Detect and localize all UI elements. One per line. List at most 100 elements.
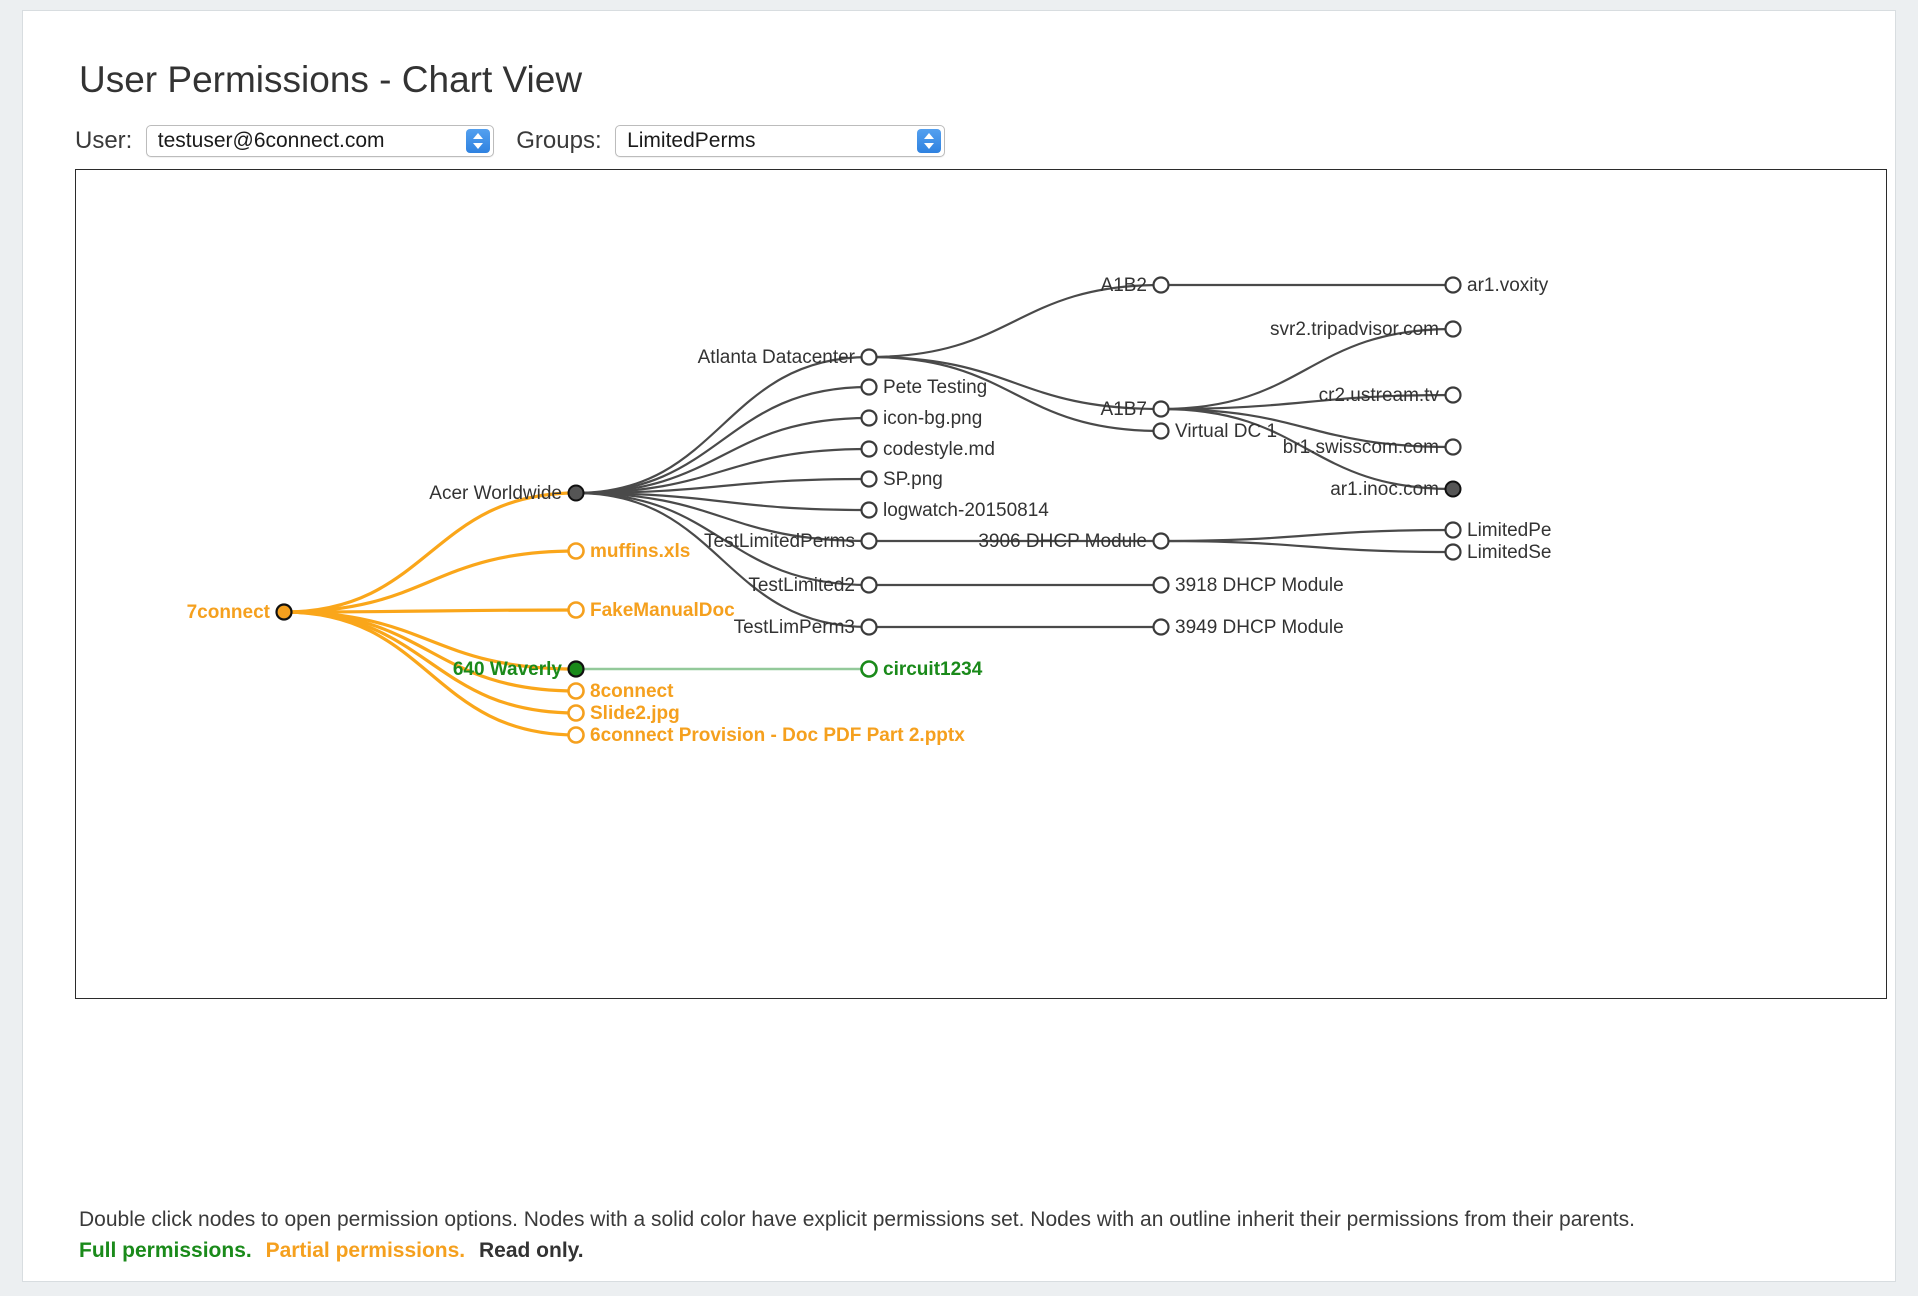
tree-node[interactable]: cr2.ustream.tv [1319, 385, 1462, 406]
tree-link [575, 477, 870, 495]
tree-node[interactable]: 7connect [187, 602, 293, 623]
tree-link [1160, 528, 1454, 543]
tree-node-circle[interactable] [860, 348, 878, 366]
tree-node-circle[interactable] [1444, 521, 1462, 539]
tree-node[interactable]: A1B7 [1101, 399, 1170, 420]
tree-link [1160, 327, 1454, 411]
tree-node-circle[interactable] [1444, 320, 1462, 338]
tree-link [283, 608, 577, 614]
tree-node-label: Virtual DC 1 [1175, 421, 1277, 442]
groups-label: Groups: [516, 127, 602, 154]
tree-node-label: svr2.tripadvisor.com [1270, 319, 1439, 340]
tree-node-circle[interactable] [860, 532, 878, 550]
tree-node-circle[interactable] [275, 603, 293, 621]
tree-node[interactable]: Pete Testing [860, 377, 988, 398]
tree-node[interactable]: br1.swisscom.com [1283, 437, 1462, 458]
tree-node[interactable]: Acer Worldwide [429, 483, 585, 504]
tree-node-circle[interactable] [567, 601, 585, 619]
tree-node-label: A1B2 [1101, 275, 1147, 296]
tree-node[interactable]: muffins.xls [567, 541, 691, 562]
tree-link [575, 416, 870, 495]
tree-node-circle[interactable] [1444, 543, 1462, 561]
tree-link [575, 491, 870, 512]
tree-node-circle[interactable] [1152, 576, 1170, 594]
tree-link [575, 491, 870, 543]
tree-node-circle[interactable] [1444, 276, 1462, 294]
tree-node[interactable]: SP.png [860, 469, 943, 490]
tree-node[interactable]: Slide2.jpg [567, 703, 680, 724]
tree-node[interactable]: 3949 DHCP Module [1152, 617, 1344, 638]
tree-node-circle[interactable] [1152, 400, 1170, 418]
tree-link [575, 491, 870, 629]
tree-node[interactable]: FakeManualDoc [567, 600, 736, 621]
tree-node-circle[interactable] [860, 501, 878, 519]
tree-node-circle[interactable] [1152, 532, 1170, 550]
tree-node-circle[interactable] [860, 576, 878, 594]
tree-node[interactable]: TestLimited2 [748, 575, 878, 596]
tree-node-circle[interactable] [860, 660, 878, 678]
tree-node[interactable]: LimitedPe [1444, 520, 1552, 541]
tree-node-circle[interactable] [1152, 422, 1170, 440]
tree-node-circle[interactable] [567, 704, 585, 722]
tree-node-circle[interactable] [1444, 386, 1462, 404]
tree-node-circle[interactable] [567, 542, 585, 560]
tree-link [868, 355, 1162, 433]
tree-link [575, 385, 870, 495]
tree-node[interactable]: 6connect Provision - Doc PDF Part 2.pptx [567, 725, 966, 746]
tree-node-label: LimitedSe [1467, 542, 1552, 563]
tree-node-circle[interactable] [567, 484, 585, 502]
tree-link [868, 283, 1162, 359]
tree-link [1160, 393, 1454, 411]
tree-node[interactable]: Atlanta Datacenter [698, 347, 878, 368]
tree-node[interactable]: circuit1234 [860, 659, 983, 680]
tree-node[interactable]: ar1.inoc.com [1330, 479, 1462, 500]
tree-node[interactable]: 8connect [567, 681, 675, 702]
tree-link [1160, 407, 1454, 449]
tree-node-circle[interactable] [567, 660, 585, 678]
page-title: User Permissions - Chart View [79, 59, 583, 100]
tree-node[interactable]: Virtual DC 1 [1152, 421, 1278, 442]
tree-node-label: icon-bg.png [883, 408, 982, 429]
tree-node[interactable]: logwatch-20150814 [860, 500, 1050, 521]
chevron-updown-icon[interactable] [917, 129, 942, 153]
tree-node[interactable]: 3918 DHCP Module [1152, 575, 1344, 596]
tree-node-label: TestLimitedPerms [704, 531, 855, 552]
tree-node-circle[interactable] [860, 618, 878, 636]
tree-node-circle[interactable] [567, 682, 585, 700]
tree-node[interactable]: A1B2 [1101, 275, 1170, 296]
tree-node[interactable]: codestyle.md [860, 439, 995, 460]
tree-node-label: circuit1234 [883, 659, 983, 680]
user-select[interactable]: testuser@6connect.com [145, 125, 494, 157]
tree-node-circle[interactable] [860, 440, 878, 458]
tree-node-label: 3949 DHCP Module [1175, 617, 1344, 638]
tree-node-circle[interactable] [1152, 276, 1170, 294]
tree-node[interactable]: svr2.tripadvisor.com [1270, 319, 1462, 340]
chevron-updown-icon[interactable] [465, 129, 490, 153]
tree-node-label: SP.png [883, 469, 943, 490]
groups-select[interactable]: LimitedPerms [615, 125, 946, 157]
tree-node[interactable]: TestLimPerm3 [734, 617, 878, 638]
tree-links [283, 283, 1454, 737]
tree-node-circle[interactable] [1152, 618, 1170, 636]
chart-help-text: Double click nodes to open permission op… [79, 1208, 1635, 1231]
tree-node[interactable]: TestLimitedPerms [704, 531, 878, 552]
legend-readonly: Read only. [479, 1239, 584, 1262]
tree-link [575, 447, 870, 495]
tree-node-label: cr2.ustream.tv [1319, 385, 1440, 406]
tree-node-circle[interactable] [860, 378, 878, 396]
tree-node[interactable]: icon-bg.png [860, 408, 983, 429]
tree-node-circle[interactable] [1444, 480, 1462, 498]
tree-link [1160, 407, 1454, 491]
tree-node[interactable]: 640 Waverly [453, 659, 585, 680]
tree-node-circle[interactable] [860, 470, 878, 488]
legend: Full permissions. Partial permissions. R… [79, 1239, 584, 1263]
tree-node[interactable]: ar1.voxity [1444, 275, 1549, 296]
tree-node-circle[interactable] [860, 409, 878, 427]
tree-node-circle[interactable] [1444, 438, 1462, 456]
tree-node[interactable]: LimitedSe [1444, 542, 1552, 563]
tree-node-label: Atlanta Datacenter [698, 347, 856, 368]
tree-node[interactable]: 3906 DHCP Module [978, 531, 1170, 552]
groups-select-value: LimitedPerms [627, 129, 756, 152]
tree-node-circle[interactable] [567, 726, 585, 744]
